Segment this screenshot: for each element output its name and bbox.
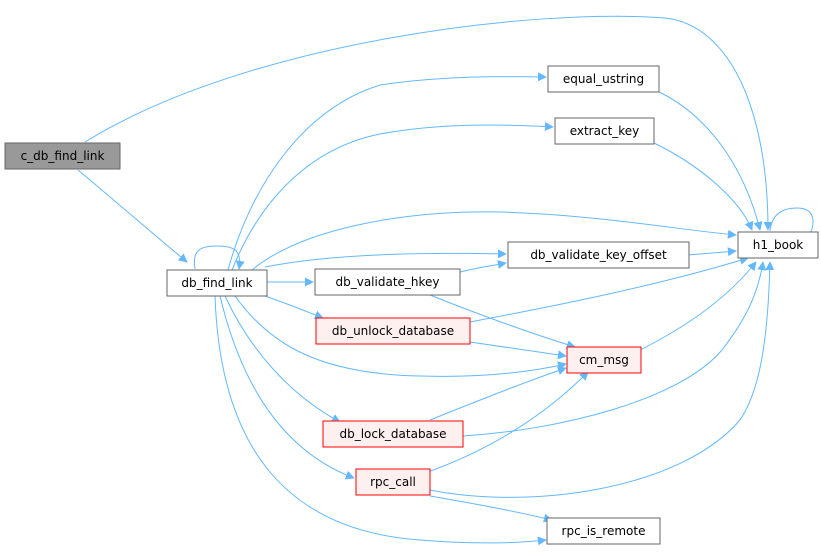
edge-db_validate_key_offset-to-h1_book	[687, 247, 737, 257]
node-label: extract_key	[570, 124, 640, 138]
node-rpc_is_remote[interactable]: rpc_is_remote	[546, 517, 661, 545]
node-db_find_link[interactable]: db_find_link	[166, 269, 268, 297]
edges	[77, 15, 814, 546]
edge-c_db_find_link-to-db_find_link	[77, 169, 188, 263]
edge-db_find_link-to-cm_msg	[234, 295, 567, 377]
node-label: db_find_link	[181, 276, 252, 290]
node-db_unlock_database[interactable]: db_unlock_database	[315, 317, 471, 345]
edge-db_find_link-to-db_unlock_database	[264, 295, 324, 320]
node-label: c_db_find_link	[21, 149, 105, 163]
node-label: db_unlock_database	[332, 324, 454, 338]
edge-db_find_link-to-equal_ustring	[227, 72, 547, 271]
edge-db_unlock_database-to-h1_book	[469, 256, 749, 323]
node-label: db_lock_database	[339, 427, 446, 441]
node-label: cm_msg	[579, 353, 629, 367]
edge-db_find_link-to-db_lock_database	[224, 295, 341, 423]
node-db_validate_hkey[interactable]: db_validate_hkey	[314, 268, 461, 296]
node-db_lock_database[interactable]: db_lock_database	[322, 420, 464, 448]
node-label: db_validate_key_offset	[530, 248, 667, 262]
node-db_validate_key_offset[interactable]: db_validate_key_offset	[507, 241, 690, 269]
node-h1_book[interactable]: h1_book	[737, 231, 819, 259]
edge-db_validate_hkey-to-cm_msg	[429, 294, 576, 349]
node-cm_msg[interactable]: cm_msg	[566, 346, 642, 374]
edge-db_lock_database-to-cm_msg	[429, 366, 567, 421]
node-extract_key[interactable]: extract_key	[554, 117, 655, 145]
edge-db_find_link-self-loop	[193, 245, 245, 270]
edge-db_find_link-to-extract_key	[231, 122, 554, 271]
node-label: rpc_call	[370, 475, 416, 489]
edge-rpc_call-to-rpc_is_remote	[429, 495, 553, 523]
edge-rpc_call-to-cm_msg	[424, 371, 589, 474]
edge-db_find_link-to-rpc_is_remote	[214, 295, 547, 546]
edge-db_find_link-to-db_validate_key_offset	[264, 249, 507, 268]
node-label: db_validate_hkey	[335, 275, 439, 289]
edge-rpc_call-to-h1_book	[429, 261, 775, 498]
edge-db_find_link-to-rpc_call	[219, 295, 355, 480]
nodes: c_db_find_link db_find_link equal_ustrin…	[4, 65, 819, 545]
edge-equal_ustring-to-h1_book	[654, 89, 763, 231]
edge-db_lock_database-to-h1_book	[462, 261, 767, 437]
node-equal_ustring[interactable]: equal_ustring	[547, 65, 660, 93]
node-label: rpc_is_remote	[562, 524, 646, 538]
edge-db_find_link-to-h1_book	[251, 211, 737, 271]
edge-extract_key-to-h1_book	[651, 141, 754, 231]
node-c_db_find_link[interactable]: c_db_find_link	[4, 142, 121, 170]
edge-cm_msg-to-h1_book	[639, 261, 757, 351]
edge-c_db_find_link-to-h1_book	[84, 15, 773, 231]
node-label: equal_ustring	[563, 72, 644, 86]
edge-db_validate_hkey-to-db_validate_key_offset	[459, 260, 507, 273]
node-label: h1_book	[753, 238, 804, 252]
edge-db_unlock_database-to-cm_msg	[469, 341, 567, 360]
node-rpc_call[interactable]: rpc_call	[355, 468, 431, 496]
